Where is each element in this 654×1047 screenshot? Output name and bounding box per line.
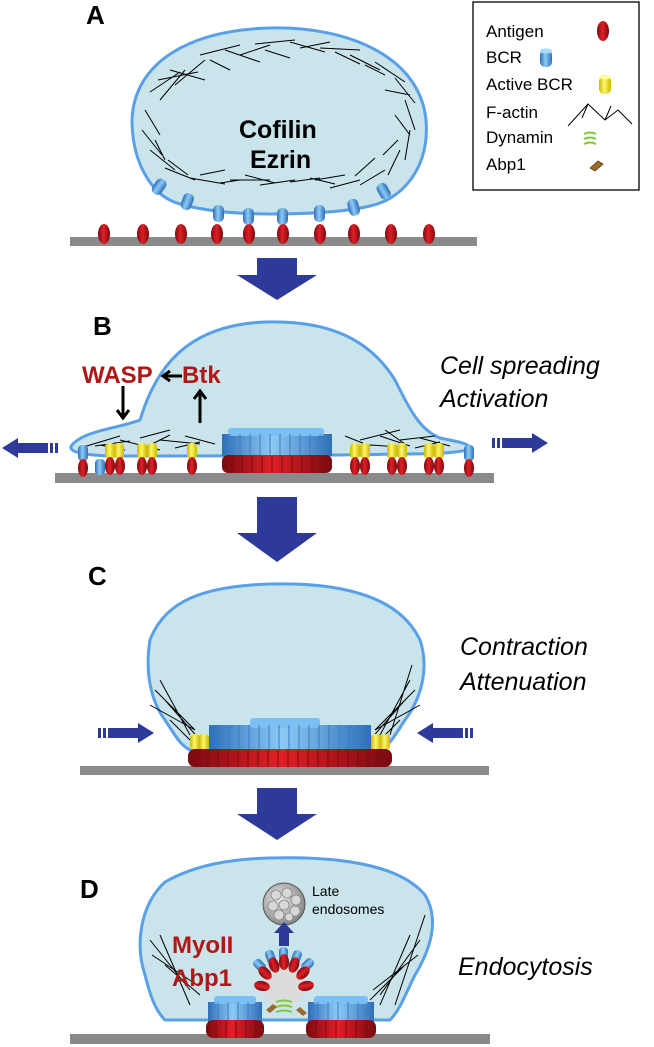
active-bcr-icon [599,74,611,94]
bcr [243,208,254,225]
f-actin-icon [567,103,633,127]
protein-label-wasp: WASP [82,362,153,389]
f-actin-network-d [149,914,426,1006]
antigen-row-a [98,224,435,244]
bcr [277,208,288,225]
abp1-icon [266,1004,277,1013]
legend-box [472,1,640,191]
legend-label-abp1: Abp1 [486,155,526,174]
protein-label-ezrin: Ezrin [250,146,311,174]
protein-label-btk: Btk [182,362,221,389]
antigen [243,224,255,244]
legend-label-dynamin: Dynamin [486,128,553,147]
antigen [277,224,289,244]
membrane-surface-a [70,237,477,246]
dynamin-icon [583,131,597,145]
endosome-label-endosomes: endosomes [312,901,384,917]
left-arrow-icon [2,438,58,458]
receptor-cluster-d-right [306,996,376,1038]
dynamin-icon [275,999,293,1013]
left-arrow-icon [417,723,473,743]
right-arrow-icon [492,433,548,453]
antigen [348,224,360,244]
endosome-label-late: Late [312,883,339,899]
antigen [98,224,110,244]
caption-contraction: Contraction [460,633,588,661]
antigen [137,224,149,244]
protein-label-abp1: Abp1 [172,965,232,992]
up-arrow-icon [192,388,208,423]
bcr [180,193,194,211]
bcr [347,198,361,216]
legend-label-f-actin: F-actin [486,103,538,122]
endocytic-vesicle [253,947,315,1016]
cell-b [69,320,472,458]
antigen [423,224,435,244]
legend-label-bcr: BCR [486,48,522,67]
membrane-surface-b [55,473,494,483]
panel-letter-a: A [86,0,105,30]
receptor-cluster-c [188,718,392,767]
down-arrow-icon [115,386,131,421]
receptor-cluster-d-left [206,996,264,1038]
protein-label-cofilin: Cofilin [239,116,317,144]
abp1-icon [589,160,604,172]
legend: Antigen BCR Active BCR F-actin Dynamin A… [472,1,640,191]
panel-b: B WASP Btk Cell spreading Activation [2,311,600,483]
protein-label-myoii: MyoII [172,932,233,959]
down-arrow-icon [237,497,317,562]
receptor-cluster-b [78,428,474,477]
panel-letter-d: D [80,874,99,904]
caption-activation: Activation [438,385,548,413]
antigen [211,224,223,244]
down-arrow-icon [237,788,317,840]
bcr-icon [540,48,552,67]
panel-c: C Contraction Attenuation [80,561,588,775]
right-arrow-icon [98,723,154,743]
bcr [314,205,325,222]
cell-a [130,26,428,216]
left-arrow-icon [160,369,182,383]
caption-endocytosis: Endocytosis [458,953,593,981]
bcr-row-a [151,178,391,225]
panel-letter-c: C [88,561,107,591]
caption-cell-spreading: Cell spreading [440,352,600,380]
caption-attenuation: Attenuation [458,668,587,696]
bcr [213,205,224,222]
membrane-surface-c [80,766,489,775]
legend-label-antigen: Antigen [486,22,544,41]
abp1-icon [296,1007,307,1016]
antigen-icon [597,21,609,41]
membrane-surface-d [70,1034,490,1044]
antigen [175,224,187,244]
up-arrow-icon [274,922,294,946]
bcr [151,178,167,195]
antigen [385,224,397,244]
f-actin-network-c [149,664,421,741]
panel-a: A Cofilin Ezrin [70,0,477,246]
antigen [314,224,326,244]
down-arrow-icon [237,258,317,300]
panel-d: D MyoII Abp1 Endocytosis Late endosomes [70,856,593,1044]
legend-label-active-bcr: Active BCR [486,75,573,94]
panel-letter-b: B [93,311,112,341]
bcr [376,182,391,200]
late-endosome-icon [262,882,306,926]
f-actin-network-a [141,39,416,189]
